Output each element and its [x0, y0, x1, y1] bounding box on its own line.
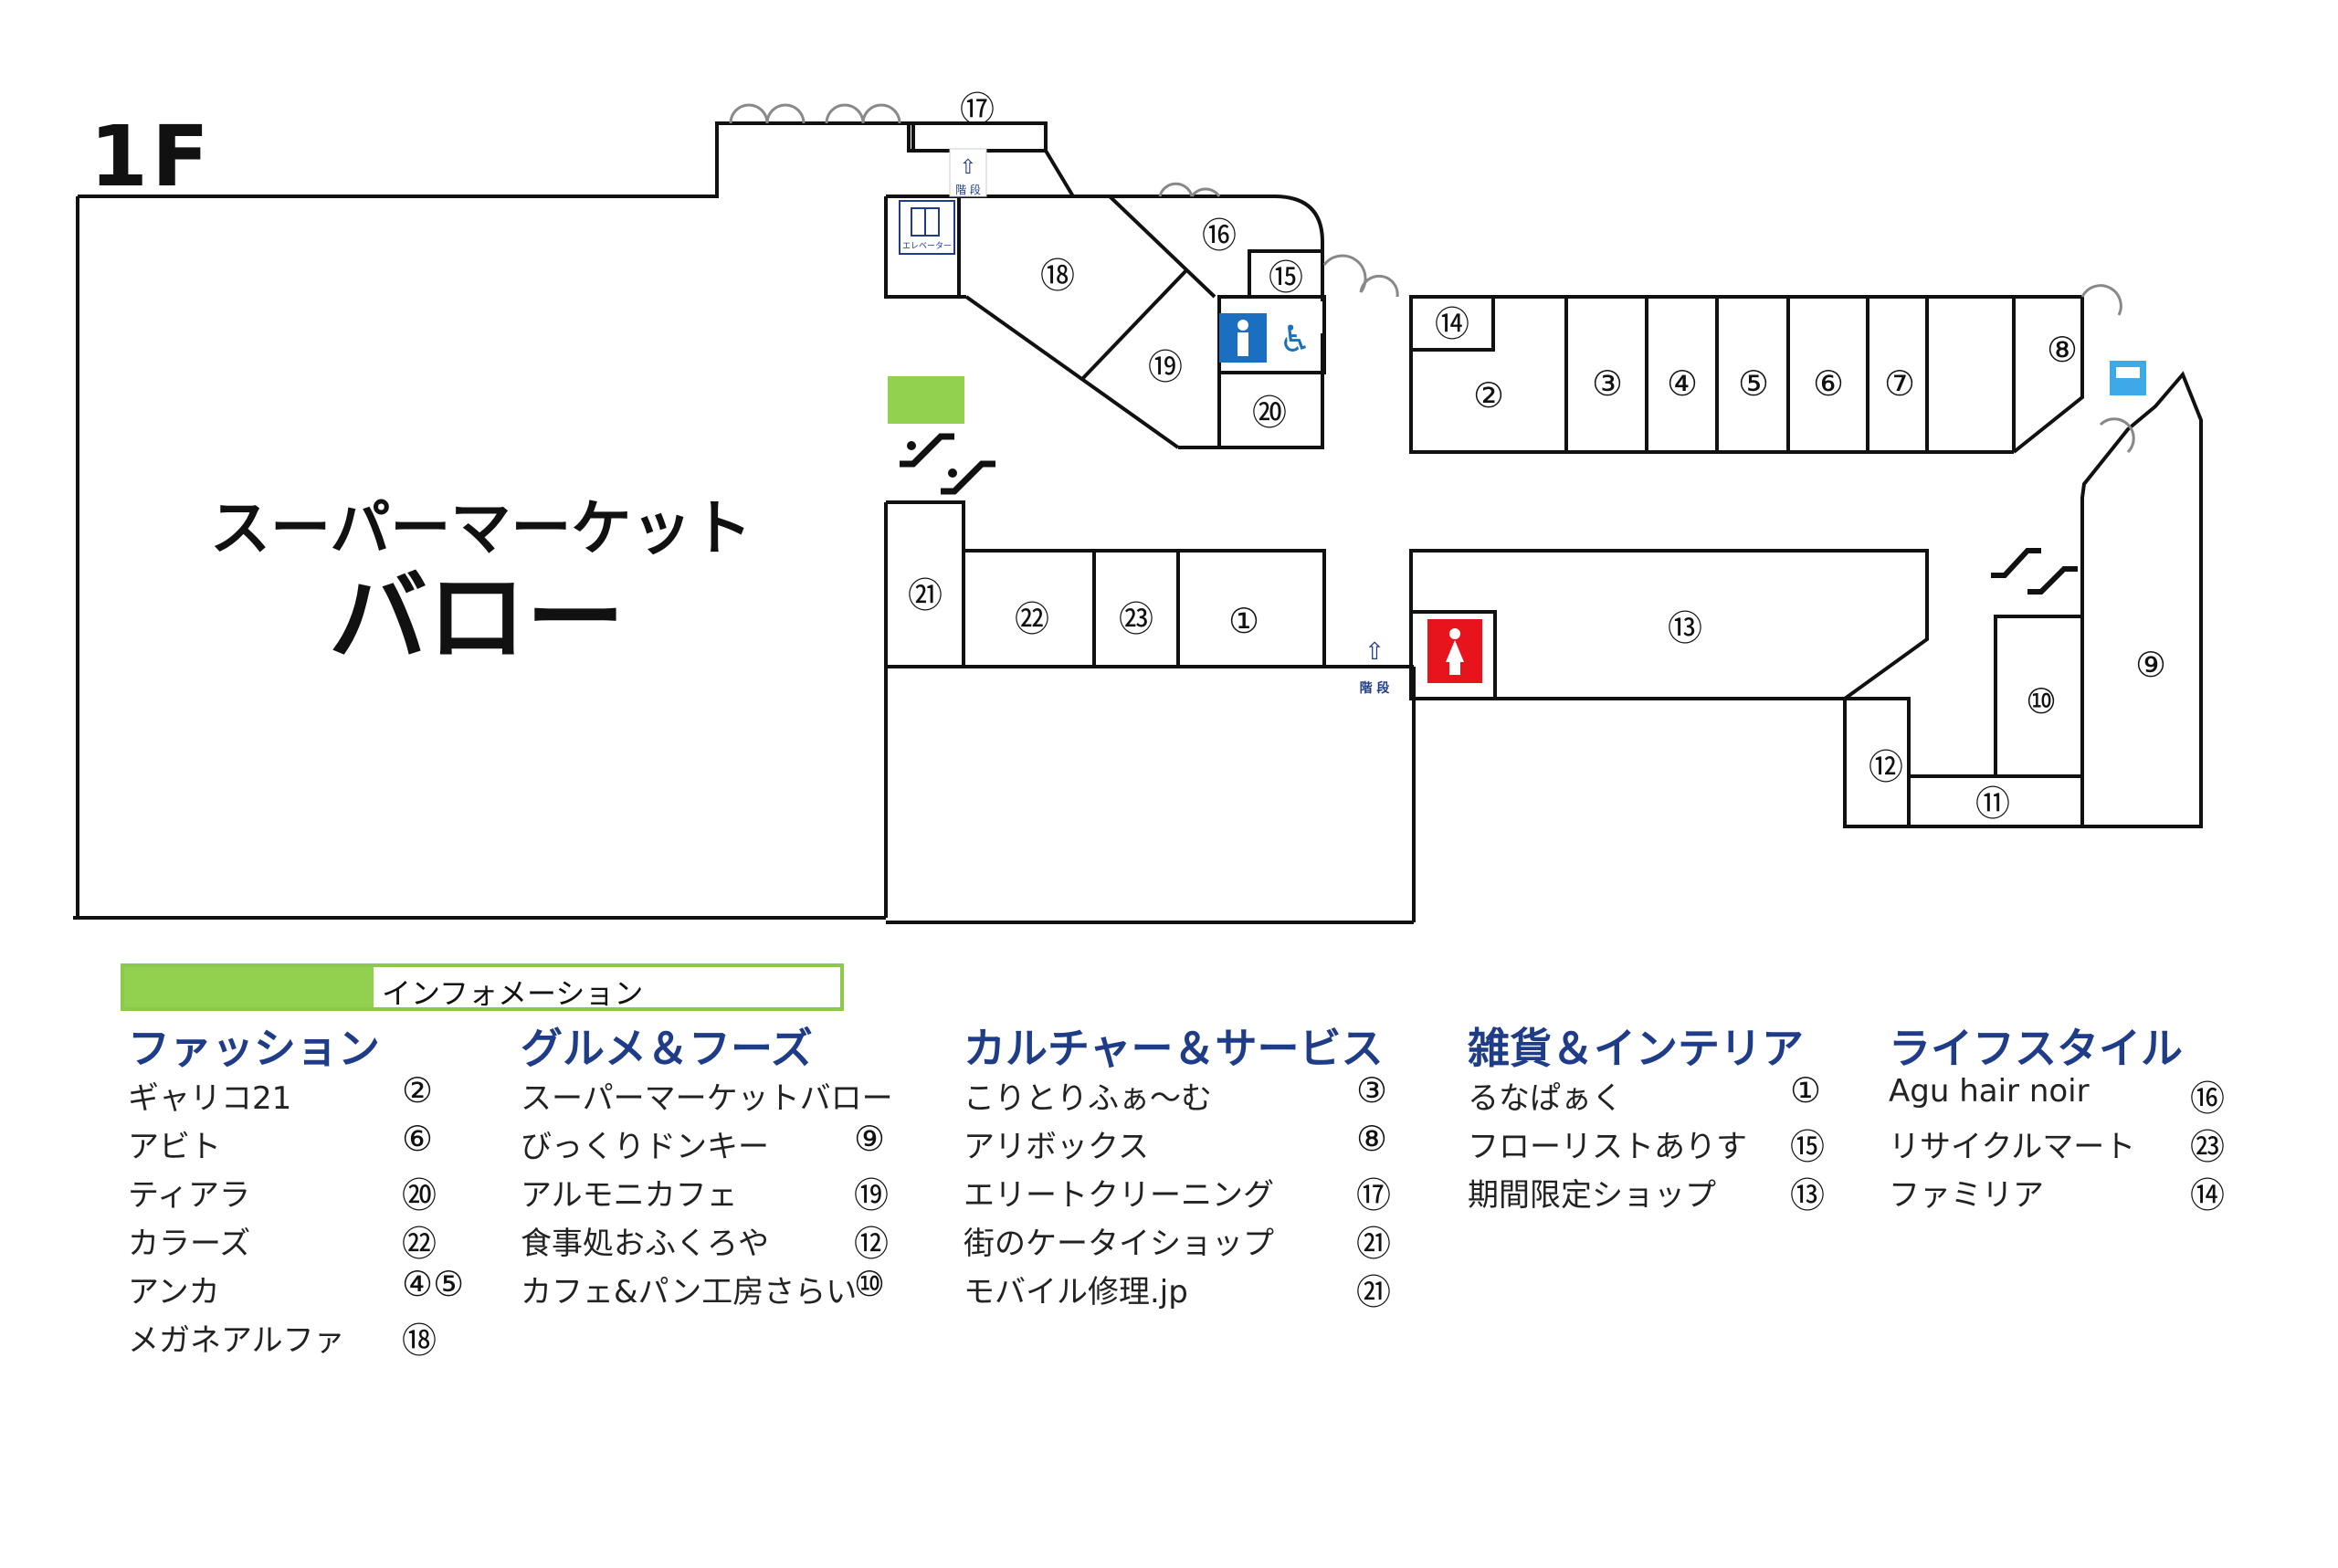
tenant-name: エリートクリーニング — [964, 1177, 1274, 1214]
tenant-name: スーパーマーケットバロー — [521, 1080, 893, 1117]
tenant-name: 期間限定ショップ — [1468, 1177, 1716, 1214]
unit-number: ⑰ — [960, 89, 995, 130]
tenant-unit-number: ⑭ — [2190, 1175, 2226, 1215]
tenant-unit-number: ⑱ — [402, 1321, 437, 1361]
category-title: グルメ＆フーズ — [521, 1024, 813, 1073]
unit-number: ⑭ — [1435, 304, 1469, 344]
accessible-restroom-icon: ♿ — [1279, 319, 1311, 361]
tenant-name: アリボックス — [964, 1129, 1149, 1165]
unit-number: ⑮ — [1269, 258, 1303, 298]
supermarket-label: スーパーマーケット — [210, 493, 753, 563]
unit-number: ⑲ — [1148, 347, 1183, 387]
mens-restroom-icon — [1219, 313, 1267, 363]
tenant-unit-number: ㉑ — [1356, 1224, 1392, 1264]
tenant-name: こりとりふぁ～む — [964, 1080, 1212, 1117]
info-spot — [888, 376, 964, 424]
tenant-name: アルモニカフェ — [521, 1177, 738, 1214]
unit-number: ④ — [1667, 363, 1698, 404]
tenant-name: るなぱぁく — [1468, 1080, 1623, 1117]
category-title: ファッション — [128, 1024, 380, 1073]
unit-number: ⑫ — [1869, 747, 1903, 787]
stairs-icon: ⇧ 階 段 — [949, 148, 987, 197]
tenant-name: びっくりドンキー — [521, 1129, 769, 1165]
unit-number: ⑦ — [1884, 363, 1915, 404]
tenant-unit-number: ㉑ — [1356, 1272, 1392, 1312]
tenant-name: ファミリア — [1889, 1177, 2044, 1214]
info-swatch — [124, 967, 374, 1007]
tenant-name: モバイル修理.jp — [964, 1274, 1188, 1310]
unit-number: ⑳ — [1252, 393, 1287, 433]
floor-label: 1F — [90, 108, 213, 205]
tenant-name: ギャリコ21 — [128, 1080, 292, 1117]
unit-number: ㉑ — [908, 575, 943, 616]
tenant-unit-number: ① — [1790, 1070, 1822, 1110]
tenant-name: アンカ — [128, 1274, 220, 1310]
escalator-icon — [1991, 548, 2041, 578]
tenant-unit-number: ⑬ — [1790, 1175, 1826, 1215]
womens-restroom-icon — [1427, 619, 1482, 683]
unit-number: ② — [1473, 375, 1504, 416]
svg-text:⇧: ⇧ — [960, 156, 976, 179]
escalator-icon — [2027, 566, 2078, 595]
tenant-unit-number: ㉒ — [402, 1224, 437, 1264]
tenant-name: 食事処おふくろや — [521, 1226, 769, 1262]
category-title: 雑貨＆インテリア — [1468, 1024, 1804, 1073]
tenant-unit-number: ⑨ — [854, 1119, 886, 1159]
unit-number: ⑧ — [2047, 330, 2078, 370]
unit-number: ⑱ — [1040, 256, 1075, 296]
supermarket-outline — [78, 121, 1075, 198]
elevator-icon: エレベーター — [899, 200, 955, 255]
svg-text:エレベーター: エレベーター — [902, 241, 952, 251]
unit-number: ⑯ — [1202, 216, 1237, 256]
tenant-unit-number: ⑥ — [402, 1119, 434, 1159]
tenant-unit-number: ⑲ — [854, 1175, 890, 1215]
tenant-name: フローリストありす — [1468, 1129, 1747, 1165]
tenant-name: リサイクルマート — [1889, 1129, 2136, 1165]
unit-number: ⑬ — [1668, 608, 1702, 648]
unit-number: ⑩ — [2026, 681, 2057, 721]
supermarket-name: バロー — [329, 562, 626, 676]
tenant-unit-number: ② — [402, 1070, 434, 1110]
tenant-name: カラーズ — [128, 1226, 251, 1262]
tenant-unit-number: ㉓ — [2190, 1127, 2226, 1167]
tenant-name: Agu hair noir — [1889, 1073, 2090, 1110]
tenant-name: 街のケータイショップ — [964, 1226, 1274, 1262]
unit-number: ㉒ — [1015, 599, 1049, 639]
tenant-unit-number: ⑮ — [1790, 1127, 1826, 1167]
atm-icon — [2110, 361, 2146, 395]
svg-text:階 段: 階 段 — [1360, 680, 1390, 696]
tenant-name: アビト — [128, 1129, 221, 1165]
info-label: インフォメーション — [382, 976, 644, 1011]
svg-text:階 段: 階 段 — [955, 183, 981, 196]
info-legend: インフォメーション — [121, 963, 844, 1011]
category-title: カルチャー＆サービス — [964, 1024, 1384, 1073]
unit-number: ⑤ — [1738, 363, 1769, 404]
tenant-unit-number: ⑫ — [854, 1224, 890, 1264]
tenant-unit-number: ⑯ — [2190, 1079, 2226, 1119]
tenant-unit-number: ⑰ — [1356, 1175, 1392, 1215]
tenant-unit-number: ④⑤ — [402, 1264, 465, 1304]
unit-number: ① — [1228, 601, 1259, 641]
unit-number: ㉓ — [1119, 599, 1153, 639]
svg-text:♿: ♿ — [1279, 319, 1311, 361]
tenant-unit-number: ⑧ — [1356, 1119, 1388, 1159]
escalator-icon — [941, 460, 995, 495]
stairs-icon: ⇧ 階 段 — [1360, 638, 1390, 696]
tenant-unit-number: ⑩ — [854, 1264, 886, 1304]
tenant-name: メガネアルファ — [128, 1322, 345, 1359]
escalator-icon — [900, 433, 954, 468]
tenant-unit-number: ⑳ — [402, 1175, 437, 1215]
unit-number: ⑨ — [2135, 645, 2166, 685]
unit-number: ⑪ — [1975, 784, 2010, 824]
unit-number: ⑥ — [1813, 363, 1844, 404]
tenant-unit-number: ③ — [1356, 1070, 1388, 1110]
floor-map: ⇧ 階 段 エレベーター ⇧ 階 段 ♿ — [73, 89, 2203, 924]
category-title: ライフスタイル — [1889, 1024, 2183, 1073]
tenant-name: カフェ&パン工房さらい — [521, 1274, 858, 1310]
unit-number: ③ — [1592, 363, 1623, 404]
svg-text:⇧: ⇧ — [1364, 638, 1385, 666]
tenant-name: ティアラ — [128, 1177, 250, 1214]
